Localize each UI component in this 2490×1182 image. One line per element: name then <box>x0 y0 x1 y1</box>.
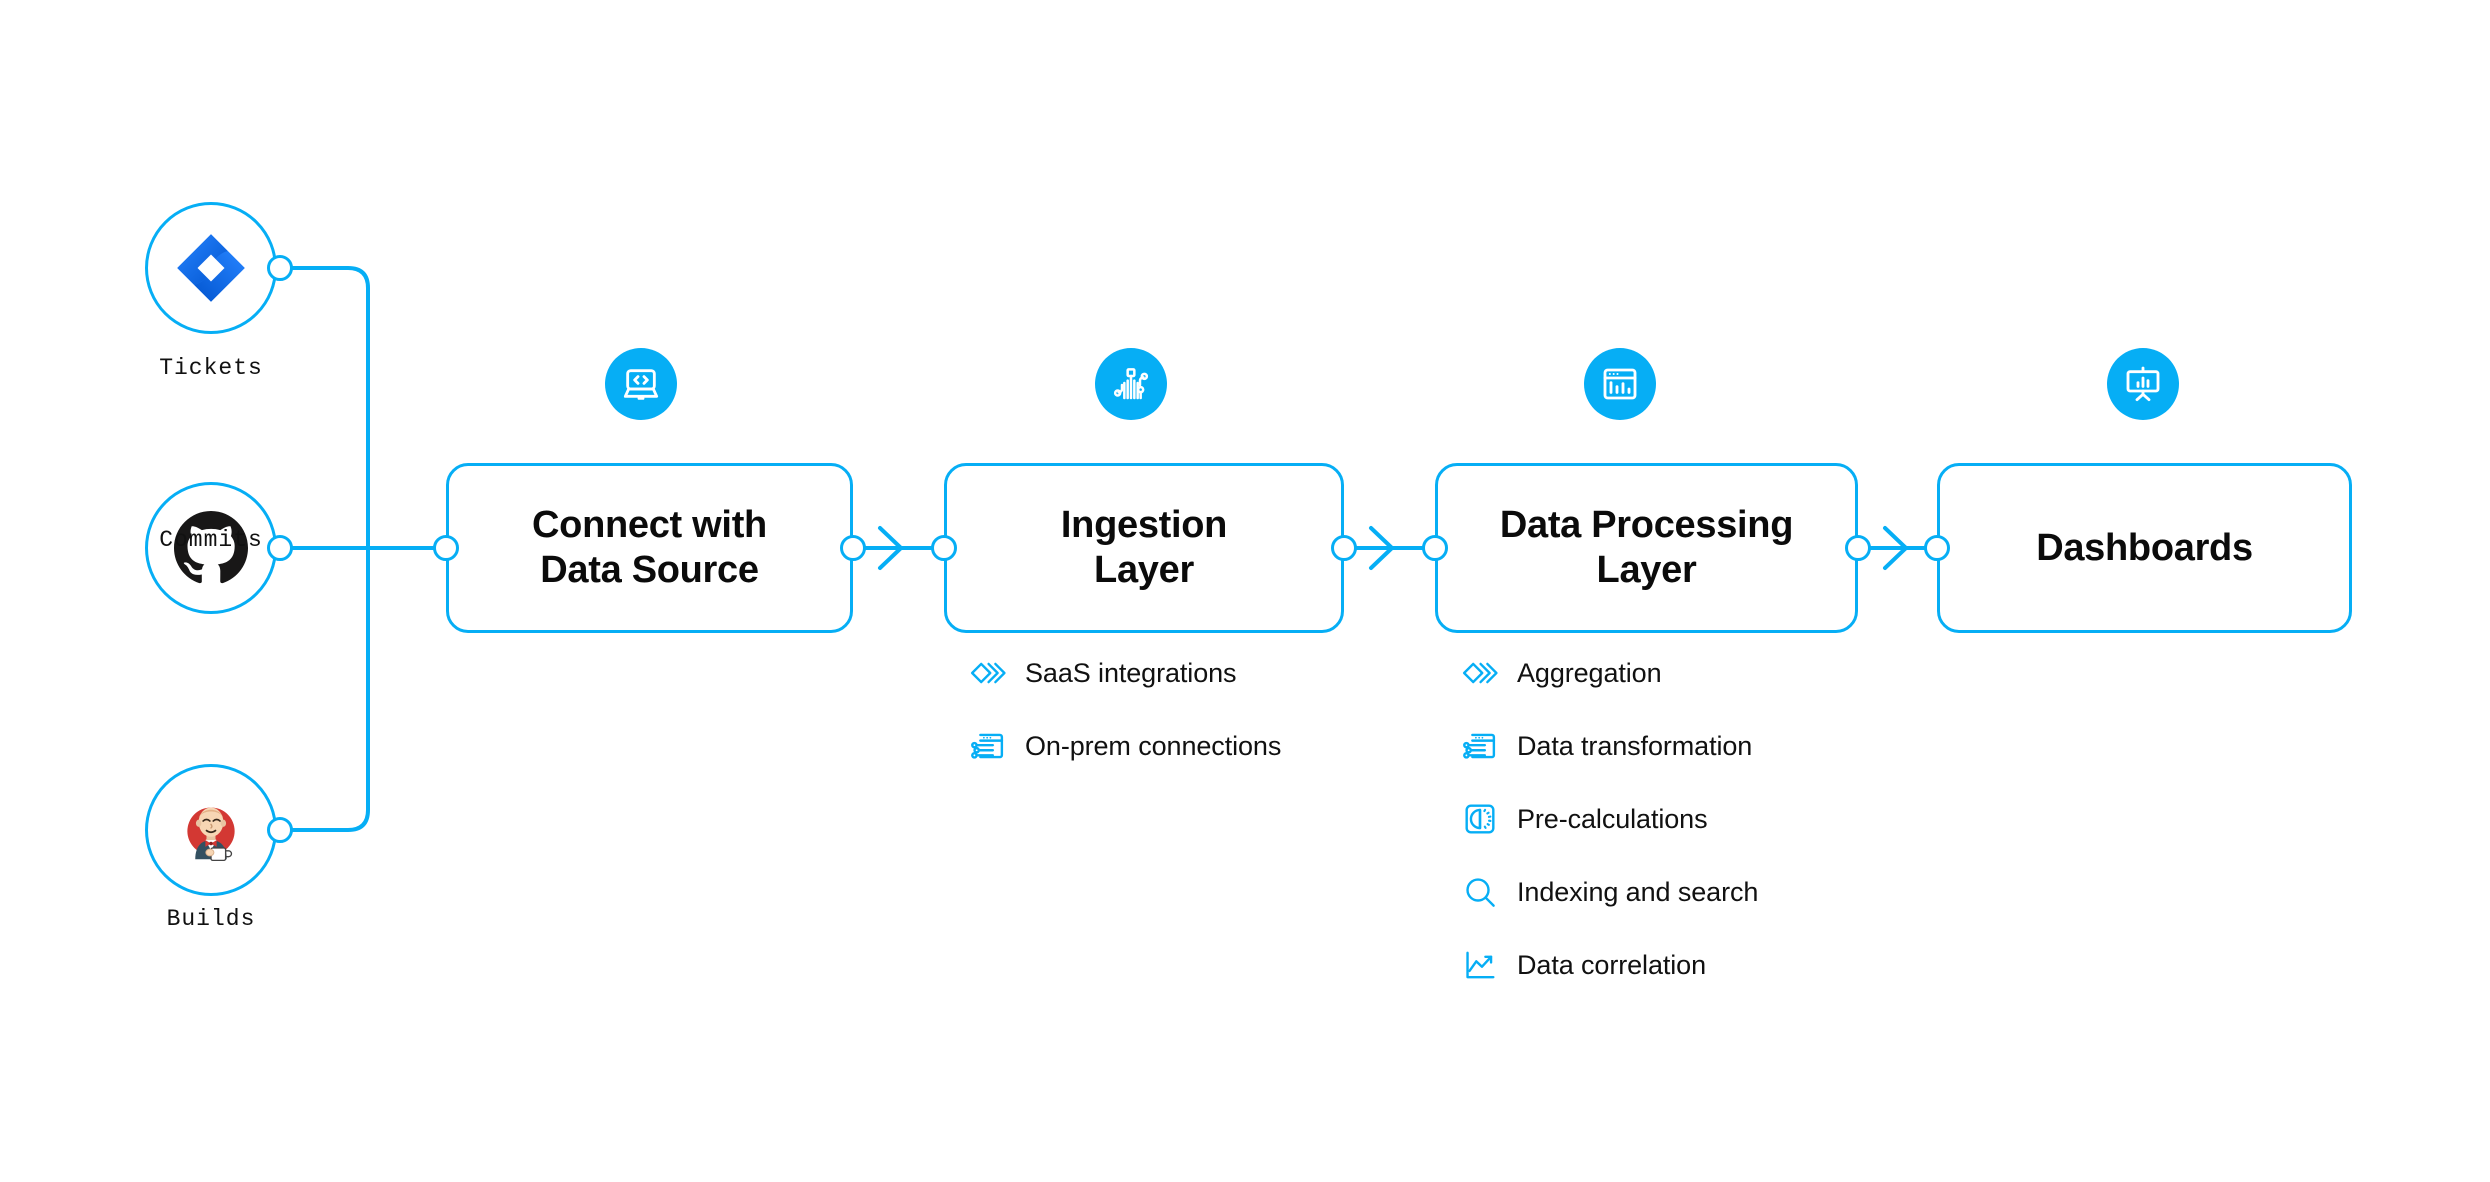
stage-title-line1: Connect with <box>532 504 767 547</box>
feature-item-data-transformation[interactable]: Data transformation <box>1462 723 1758 769</box>
port-data-processing-layer-right[interactable] <box>1845 535 1871 561</box>
layered-chevrons-icon <box>1462 655 1498 691</box>
feature-label: Aggregation <box>1517 657 1662 688</box>
stage-badge-connect-with-data-source <box>605 348 677 420</box>
jira-icon <box>175 232 247 304</box>
stage-box-data-processing-layer[interactable]: Data Processing Layer <box>1435 463 1858 633</box>
source-label-tickets: Tickets <box>159 355 263 381</box>
port-source-commits[interactable] <box>267 535 293 561</box>
circuit-network-icon <box>1111 364 1151 404</box>
gauge-square-icon <box>1462 801 1498 837</box>
source-label-builds: Builds <box>166 906 256 932</box>
feature-item-pre-calculations[interactable]: Pre-calculations <box>1462 796 1758 842</box>
github-icon <box>174 511 248 585</box>
feature-label: Data correlation <box>1517 949 1706 980</box>
feature-list-data-processing-layer: Aggregation Data transformation <box>1462 650 1758 1015</box>
feature-label: Pre-calculations <box>1517 803 1708 834</box>
wire-tickets-to-bus <box>291 266 370 550</box>
presentation-chart-icon <box>2123 364 2163 404</box>
browser-sliders-icon <box>970 728 1006 764</box>
source-node-builds[interactable] <box>145 764 277 896</box>
laptop-code-icon <box>621 364 661 404</box>
port-connect-with-data-source-right[interactable] <box>840 535 866 561</box>
browser-barchart-icon <box>1600 364 1640 404</box>
stage-box-dashboards[interactable]: Dashboards <box>1937 463 2352 633</box>
stage-badge-data-processing-layer <box>1584 348 1656 420</box>
feature-label: Data transformation <box>1517 730 1753 761</box>
stage-badge-ingestion-layer <box>1095 348 1167 420</box>
stage-title-connect-with-data-source: Connect with Data Source <box>518 503 781 593</box>
line-chart-icon <box>1462 947 1498 983</box>
stage-title-line2: Layer <box>1596 549 1697 591</box>
layered-chevrons-icon <box>970 655 1006 691</box>
port-data-processing-layer-left[interactable] <box>1422 535 1448 561</box>
stage-badge-dashboards <box>2107 348 2179 420</box>
source-label-commits: Commits <box>159 527 263 553</box>
port-connect-with-data-source-left[interactable] <box>433 535 459 561</box>
stage-title-line1: Dashboards <box>2036 526 2253 569</box>
feature-item-indexing-and-search[interactable]: Indexing and search <box>1462 869 1758 915</box>
stage-title-dashboards: Dashboards <box>2022 526 2267 571</box>
feature-label: Indexing and search <box>1517 876 1759 907</box>
stage-box-connect-with-data-source[interactable]: Connect with Data Source <box>446 463 853 633</box>
stage-title-line2: Layer <box>1094 549 1194 591</box>
magnifier-icon <box>1462 874 1498 910</box>
feature-list-ingestion-layer: SaaS integrations On-prem conne <box>970 650 1281 796</box>
stage-box-ingestion-layer[interactable]: Ingestion Layer <box>944 463 1344 633</box>
wire-builds-to-bus <box>291 546 370 832</box>
feature-item-data-correlation[interactable]: Data correlation <box>1462 942 1758 988</box>
stage-title-ingestion-layer: Ingestion Layer <box>1047 503 1241 593</box>
source-node-tickets[interactable] <box>145 202 277 334</box>
feature-item-aggregation[interactable]: Aggregation <box>1462 650 1758 696</box>
stage-title-line1: Ingestion <box>1060 504 1228 547</box>
arrowhead-2 <box>1369 526 1394 570</box>
port-dashboards-left[interactable] <box>1924 535 1950 561</box>
stage-title-line1: Data Processing <box>1499 504 1794 547</box>
feature-item-on-prem-connections[interactable]: On-prem connections <box>970 723 1281 769</box>
port-source-tickets[interactable] <box>267 255 293 281</box>
jenkins-icon <box>175 794 247 866</box>
stage-title-data-processing-layer: Data Processing Layer <box>1486 503 1807 593</box>
feature-item-saas-integrations[interactable]: SaaS integrations <box>970 650 1281 696</box>
arrowhead-3 <box>1883 526 1908 570</box>
browser-sliders-icon <box>1462 728 1498 764</box>
feature-label: On-prem connections <box>1025 730 1282 761</box>
feature-label: SaaS integrations <box>1025 657 1237 688</box>
port-ingestion-layer-right[interactable] <box>1331 535 1357 561</box>
stage-title-line2: Data Source <box>540 549 759 591</box>
port-ingestion-layer-left[interactable] <box>931 535 957 561</box>
port-source-builds[interactable] <box>267 817 293 843</box>
arrowhead-1 <box>878 526 903 570</box>
